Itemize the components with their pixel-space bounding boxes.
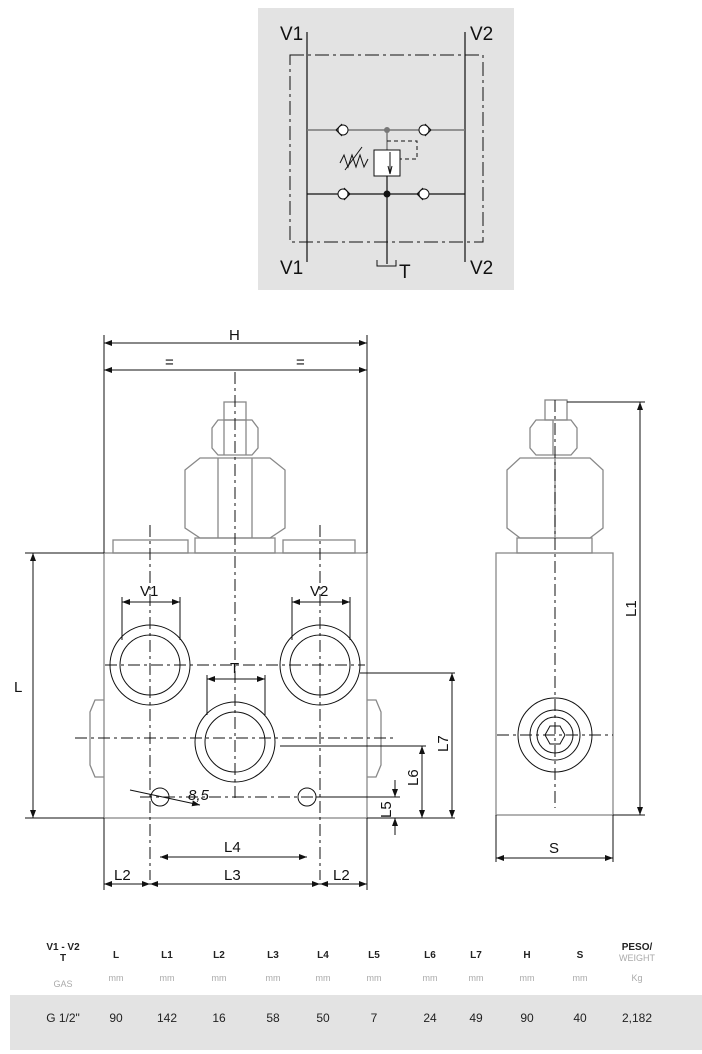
- table-unit: mm: [266, 973, 281, 983]
- port-label-t: T: [399, 262, 411, 283]
- table-unit: mm: [212, 973, 227, 983]
- dim-l5-label: L5: [378, 801, 395, 818]
- side-view: L1 S: [495, 399, 645, 862]
- table-cell: 90: [109, 1011, 123, 1025]
- table-cell: 7: [371, 1011, 378, 1025]
- table-header: L: [113, 950, 119, 961]
- dimension-table: V1 - V2T GAS Lmm L1 mm L2 mm L3 mm L4 mm L5 mm L6 mm L7…: [10, 942, 702, 1050]
- table-header-line2: T: [60, 953, 66, 964]
- dim-l3-label: L3: [224, 867, 241, 884]
- dim-l4-label: L4: [224, 839, 241, 856]
- table-unit: mm: [469, 973, 484, 983]
- table-header: PESO/: [622, 942, 653, 953]
- table-cell: 40: [573, 1011, 587, 1025]
- dim-eq-left-label: =: [165, 354, 174, 371]
- dim-l7-label: L7: [435, 735, 452, 752]
- table-unit: mm: [316, 973, 331, 983]
- table-header: S: [577, 950, 584, 961]
- table-unit: GAS: [53, 979, 72, 989]
- port-label-v2-bottom: V2: [470, 258, 493, 279]
- table-cell: 58: [266, 1011, 280, 1025]
- table-cell: 142: [157, 1011, 177, 1025]
- table-cell: 24: [423, 1011, 437, 1025]
- dim-l2-left-label: L2: [114, 867, 131, 884]
- hole-diameter-label: 8,5: [188, 787, 210, 804]
- table-cell: 16: [212, 1011, 226, 1025]
- dim-l-label: L: [14, 679, 22, 696]
- port-label-v2-top: V2: [470, 24, 493, 45]
- dim-v2-label: V2: [310, 583, 328, 600]
- dim-h-label: H: [229, 327, 240, 344]
- hydraulic-schematic: V1 V2 V1 V2 T: [258, 8, 514, 290]
- table-unit: mm: [423, 973, 438, 983]
- dim-l1-label: L1: [623, 600, 640, 617]
- table-cell: 50: [316, 1011, 330, 1025]
- table-cell: 2,182: [622, 1011, 652, 1025]
- table-header: L4: [317, 950, 329, 961]
- table-unit: mm: [573, 973, 588, 983]
- table-cell: 49: [469, 1011, 483, 1025]
- table-header: L6: [424, 950, 436, 961]
- table-header: V1 - V2: [46, 942, 80, 953]
- table-header: L1: [161, 950, 173, 961]
- dim-l2-right-label: L2: [333, 867, 350, 884]
- table-header: H: [523, 950, 530, 961]
- port-label-v1-bottom: V1: [280, 258, 303, 279]
- table-header: L2: [213, 950, 225, 961]
- table-cell: 90: [520, 1011, 534, 1025]
- front-view: H = = L V1 V2 T 8,5 L4 L2 L3 L2 L7 L6 L5: [14, 327, 455, 890]
- dim-l6-label: L6: [405, 769, 422, 786]
- dim-t-label: T: [230, 660, 239, 677]
- table-header-line2: WEIGHT: [619, 953, 655, 963]
- dim-v1-label: V1: [140, 583, 158, 600]
- table-unit: Kg: [631, 973, 642, 983]
- table-unit: mm: [109, 973, 124, 983]
- table-cell: G 1/2": [46, 1011, 80, 1025]
- table-unit: mm: [160, 973, 175, 983]
- table-header: L7: [470, 950, 482, 961]
- port-label-v1-top: V1: [280, 24, 303, 45]
- table-unit: mm: [367, 973, 382, 983]
- table-unit: mm: [520, 973, 535, 983]
- dim-eq-right-label: =: [296, 354, 305, 371]
- dim-s-label: S: [549, 840, 559, 857]
- table-header: L5: [368, 950, 380, 961]
- table-header: L3: [267, 950, 279, 961]
